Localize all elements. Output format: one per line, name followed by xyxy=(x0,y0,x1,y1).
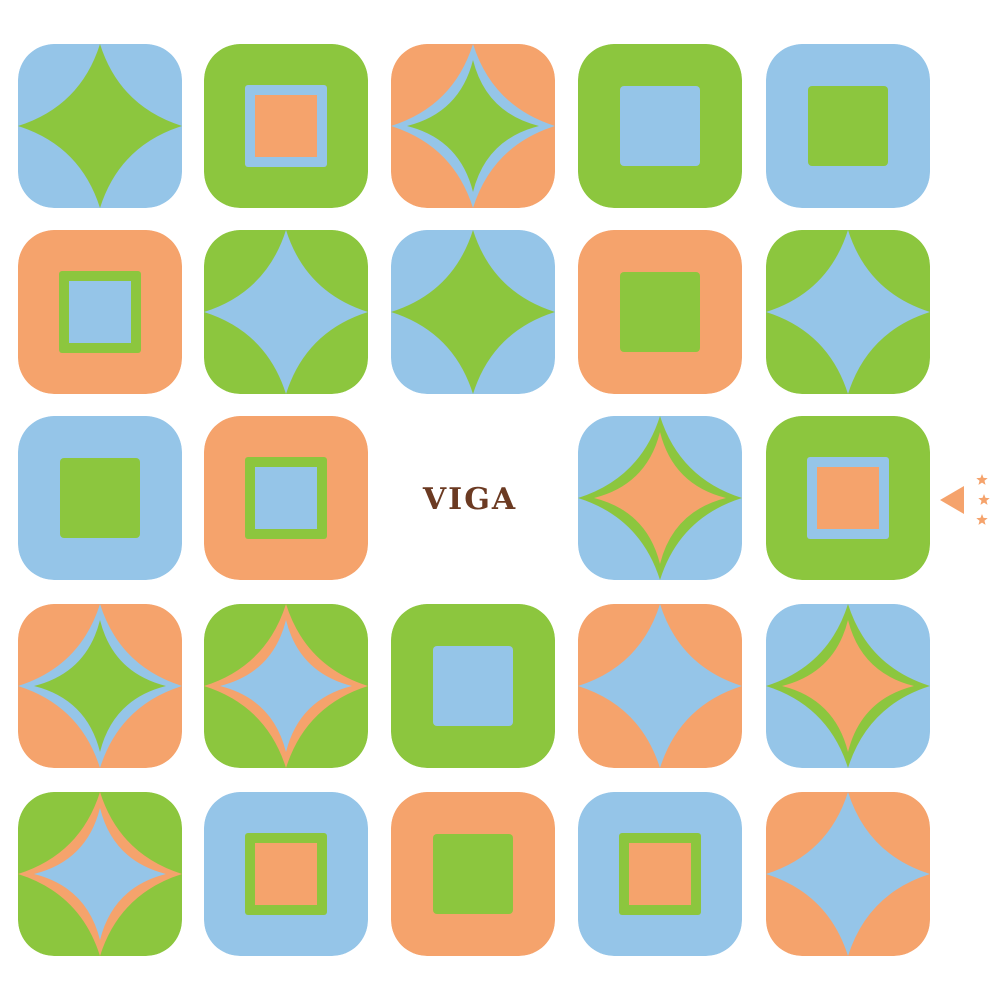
tile-graphic xyxy=(204,604,368,768)
square-shape xyxy=(620,86,700,166)
tile-r2-c3 xyxy=(578,416,742,580)
tile-graphic xyxy=(766,792,930,956)
tile-graphic xyxy=(18,44,182,208)
star-shape xyxy=(391,230,555,394)
square-shape xyxy=(255,95,317,157)
star-shape xyxy=(18,44,182,208)
tile-graphic xyxy=(578,230,742,394)
tile-r4-c0 xyxy=(18,792,182,956)
tile-graphic xyxy=(18,416,182,580)
star-shape xyxy=(594,432,726,564)
tile-graphic xyxy=(766,604,930,768)
tile-r0-c2 xyxy=(391,44,555,208)
square-shape xyxy=(817,467,879,529)
square-shape xyxy=(69,281,131,343)
tile-graphic xyxy=(18,792,182,956)
tile-r2-c1 xyxy=(204,416,368,580)
tile-r2-c4 xyxy=(766,416,930,580)
tile-graphic xyxy=(578,604,742,768)
square-shape xyxy=(808,86,888,166)
tile-r1-c2 xyxy=(391,230,555,394)
tile-graphic xyxy=(204,44,368,208)
start-marker-icon xyxy=(936,474,996,534)
tile-graphic xyxy=(766,416,930,580)
square-shape xyxy=(255,467,317,529)
tile-r1-c1 xyxy=(204,230,368,394)
tile-r0-c0 xyxy=(18,44,182,208)
square-shape xyxy=(255,843,317,905)
tile-r3-c0 xyxy=(18,604,182,768)
tile-graphic xyxy=(204,230,368,394)
tile-graphic xyxy=(18,230,182,394)
square-shape xyxy=(629,843,691,905)
tile-r3-c2 xyxy=(391,604,555,768)
tile-graphic xyxy=(391,604,555,768)
star-shape xyxy=(766,230,930,394)
star-shape xyxy=(204,230,368,394)
tile-graphic xyxy=(578,792,742,956)
tile-r3-c3 xyxy=(578,604,742,768)
tile-r1-c0 xyxy=(18,230,182,394)
tile-r3-c4 xyxy=(766,604,930,768)
star-shape xyxy=(578,604,742,768)
tile-graphic xyxy=(204,792,368,956)
tile-r3-c1 xyxy=(204,604,368,768)
square-shape xyxy=(60,458,140,538)
marker-stars xyxy=(976,474,990,525)
marker-star-icon xyxy=(976,514,988,525)
tile-r4-c2 xyxy=(391,792,555,956)
tile-r4-c3 xyxy=(578,792,742,956)
tile-r1-c4 xyxy=(766,230,930,394)
tile-r1-c3 xyxy=(578,230,742,394)
star-shape xyxy=(407,60,539,192)
marker-triangle xyxy=(940,486,964,514)
star-shape xyxy=(34,620,166,752)
tile-r0-c4 xyxy=(766,44,930,208)
tile-r2-c0 xyxy=(18,416,182,580)
square-shape xyxy=(620,272,700,352)
square-shape xyxy=(433,646,513,726)
tile-graphic xyxy=(391,230,555,394)
tile-graphic xyxy=(578,416,742,580)
tile-r4-c4 xyxy=(766,792,930,956)
square-shape xyxy=(433,834,513,914)
star-shape xyxy=(766,792,930,956)
tile-r0-c3 xyxy=(578,44,742,208)
tile-graphic xyxy=(18,604,182,768)
tile-graphic xyxy=(578,44,742,208)
tile-graphic xyxy=(766,230,930,394)
tile-graphic xyxy=(204,416,368,580)
star-shape xyxy=(34,808,166,940)
tile-graphic xyxy=(391,792,555,956)
marker-star-icon xyxy=(976,474,988,485)
star-shape xyxy=(782,620,914,752)
tile-r0-c1 xyxy=(204,44,368,208)
marker-star-icon xyxy=(978,494,990,505)
tile-graphic xyxy=(766,44,930,208)
tile-r4-c1 xyxy=(204,792,368,956)
star-shape xyxy=(220,620,352,752)
tile-graphic xyxy=(391,44,555,208)
brand-logo: VIGA xyxy=(422,482,518,517)
